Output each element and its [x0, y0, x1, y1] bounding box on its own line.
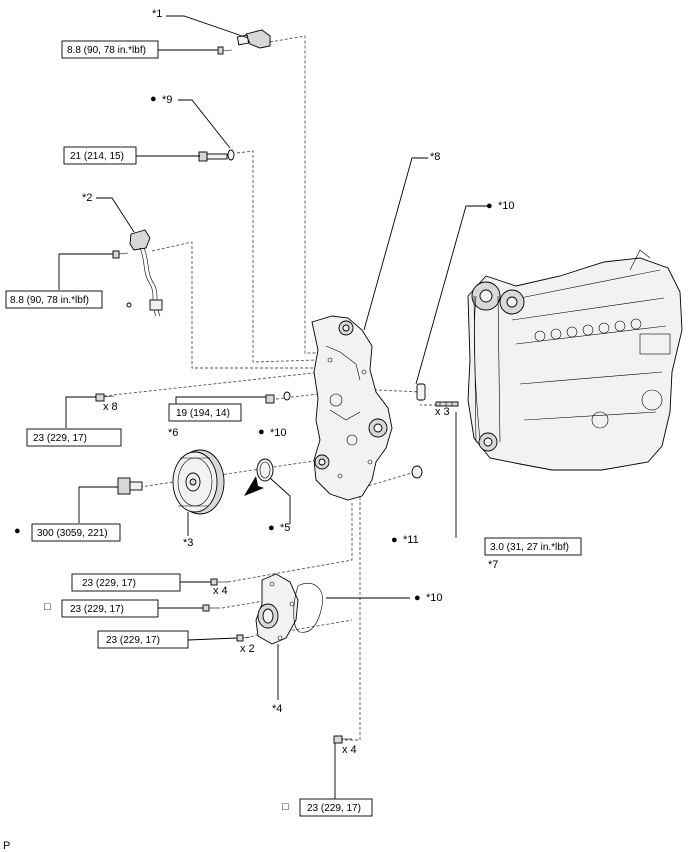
torque-box-2: 21 (214, 15): [63, 146, 137, 165]
callout-6: *6: [168, 427, 178, 439]
svg-text:3.0 (31, 27 in.*lbf): 3.0 (31, 27 in.*lbf): [490, 542, 569, 553]
torque-box-10: 23 (229, 17): [97, 630, 189, 649]
pulley-bolt: [117, 477, 143, 495]
torque-box-1: 8.8 (90, 78 in.*lbf): [61, 40, 159, 59]
bullet-9: ●: [150, 93, 157, 105]
svg-text:23 (229, 17): 23 (229, 17): [106, 635, 160, 646]
bullet-10-top: ●: [486, 200, 493, 212]
svg-text:8.8 (90, 78 in.*lbf): 8.8 (90, 78 in.*lbf): [10, 295, 89, 306]
svg-text:23 (229, 17): 23 (229, 17): [82, 578, 136, 589]
corner-mark: P: [3, 840, 10, 852]
svg-text:23 (229, 17): 23 (229, 17): [307, 803, 361, 814]
bolt-9: [198, 149, 235, 162]
callout-9: *9: [162, 94, 172, 106]
water-pump: [255, 573, 299, 645]
arrow-indicator-icon: [244, 476, 264, 496]
crankshaft-pulley: [172, 449, 225, 515]
callout-10-top: *10: [498, 200, 515, 212]
sensor-part-1: [236, 29, 271, 49]
callout-2: *2: [82, 192, 92, 204]
bullet-300: ●: [14, 525, 21, 537]
sensor-part-2: [126, 229, 163, 317]
stud-bolts-x3: [435, 401, 459, 407]
torque-box-11: 23 (229, 17): [299, 798, 373, 817]
leader-lines: [58, 15, 491, 800]
callout-10-bottom: *10: [426, 592, 443, 604]
torque-box-6: 300 (3059, 221): [31, 523, 121, 542]
oil-seal-5: [256, 458, 274, 482]
torque-box-5: 19 (194, 14): [168, 403, 242, 422]
torque-boxes: 8.8 (90, 78 in.*lbf) 21 (214, 15) 8.8 (9…: [5, 40, 582, 817]
quantity-labels: x 8 x 3 x 4 x 2 x 4: [103, 401, 450, 756]
callout-4: *4: [272, 703, 282, 715]
nut-19: [265, 394, 275, 404]
callout-7: *7: [488, 559, 498, 571]
bullet-10-bottom: ●: [414, 592, 421, 604]
square-mark-bottom: □: [282, 801, 289, 813]
bolt-1: [217, 46, 233, 55]
callout-8: *8: [430, 151, 440, 163]
timing-chain-cover: [311, 315, 393, 501]
torque-box-8: 23 (229, 17): [71, 573, 181, 592]
qty-x8: x 8: [103, 401, 118, 413]
svg-text:19 (194, 14): 19 (194, 14): [176, 408, 230, 419]
callout-1: *1: [152, 8, 162, 20]
torque-box-3: 8.8 (90, 78 in.*lbf): [5, 290, 103, 309]
bullet-5: ●: [268, 522, 275, 534]
square-mark-pump: □: [44, 601, 51, 613]
svg-text:23 (229, 17): 23 (229, 17): [33, 433, 87, 444]
timing-chain-assembly: [471, 281, 525, 452]
qty-x3: x 3: [435, 406, 450, 418]
camshaft-lobes: [534, 318, 642, 342]
engine-block: [467, 249, 683, 471]
bolt-2: [112, 250, 129, 259]
callout-10-mid: *10: [270, 427, 287, 439]
torque-box-9: 23 (229, 17): [61, 599, 159, 618]
callout-5: *5: [280, 522, 290, 534]
bullet-10-mid: ●: [258, 426, 265, 438]
svg-text:23 (229, 17): 23 (229, 17): [70, 604, 124, 615]
callouts: *1 ● *9 *2 *8 ● *10 *6 ● *10 ● *3 ● *5 ●…: [3, 8, 515, 852]
qty-x2: x 2: [240, 643, 255, 655]
svg-text:21 (214, 15): 21 (214, 15): [70, 151, 124, 162]
bullet-11: ●: [391, 534, 398, 546]
bolt-23-x8: [95, 393, 115, 402]
qty-x4-bottom: x 4: [342, 744, 357, 756]
svg-text:8.8 (90, 78 in.*lbf): 8.8 (90, 78 in.*lbf): [67, 45, 146, 56]
water-pump-gasket: [293, 582, 323, 633]
qty-x4-pump: x 4: [213, 585, 228, 597]
bolt-bottom-x4: [333, 735, 352, 744]
gasket-10-right: [416, 383, 426, 401]
svg-text:300 (3059, 221): 300 (3059, 221): [37, 528, 108, 539]
callout-11: *11: [403, 534, 419, 546]
gasket-10-small: [283, 391, 291, 401]
callout-3: *3: [183, 537, 193, 549]
o-ring-11: [411, 465, 423, 479]
torque-box-7: 3.0 (31, 27 in.*lbf): [484, 537, 582, 556]
torque-box-4: 23 (229, 17): [26, 428, 122, 447]
